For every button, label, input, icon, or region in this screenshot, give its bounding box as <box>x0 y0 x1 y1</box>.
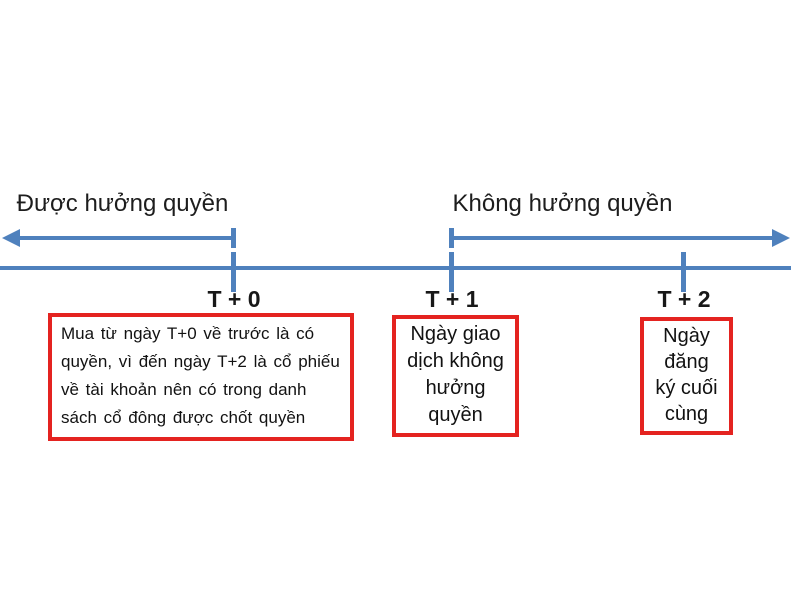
tick-t2 <box>681 252 686 292</box>
right-arrowhead-icon <box>772 229 790 247</box>
t0-label: T + 0 <box>207 286 261 312</box>
timeline-axis <box>0 266 791 270</box>
left-span-arrow-end-bar <box>231 228 236 248</box>
t1-label: T + 1 <box>425 286 479 312</box>
left-arrowhead-icon <box>2 229 20 247</box>
left-span-arrow <box>14 236 234 240</box>
t2-note-box: Ngày đăng ký cuối cùng <box>640 317 733 435</box>
tick-t1 <box>449 252 454 292</box>
entitled-rights-label: Được hưởng quyền <box>16 190 229 217</box>
right-span-arrow <box>452 236 774 240</box>
t2-label: T + 2 <box>657 286 711 312</box>
t1-note-box: Ngày giao dịch không hưởng quyền <box>392 315 519 437</box>
t0-note-box: Mua từ ngày T+0 về trước là có quyền, vì… <box>48 313 354 441</box>
not-entitled-rights-label: Không hưởng quyền <box>452 190 673 217</box>
tick-t0 <box>231 252 236 292</box>
right-span-arrow-start-bar <box>449 228 454 248</box>
